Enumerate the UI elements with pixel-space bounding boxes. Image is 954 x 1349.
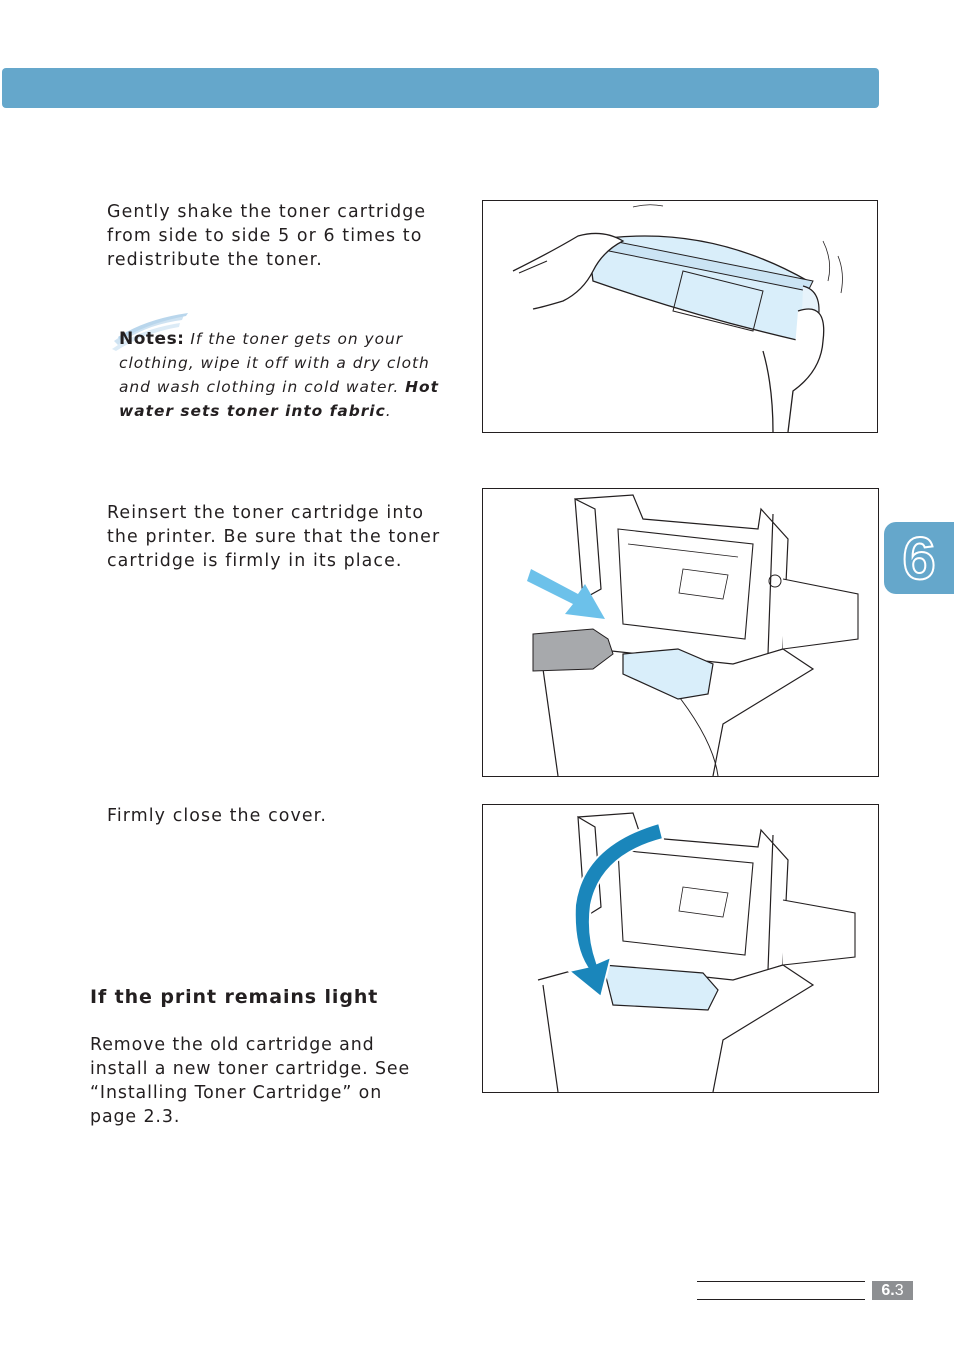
step-1-text: Gently shake the toner cartridge from si…: [107, 202, 427, 270]
note-text: If the toner gets on your clothing, wipe…: [119, 330, 430, 396]
note-block: Notes: If the toner gets on your clothin…: [119, 327, 454, 423]
note-swoosh-icon: [112, 313, 188, 351]
close-cover-illustration: [537, 812, 856, 1092]
step-2-text: Reinsert the toner cartridge into the pr…: [107, 503, 441, 571]
note-emphasis: Hot water sets toner into fabric: [119, 378, 439, 420]
footer-line-bottom: [697, 1299, 865, 1300]
step-3-text: Firmly close the cover.: [107, 806, 327, 826]
header-bar: [2, 68, 879, 108]
section-body: Remove the old cartridge and install a n…: [90, 1035, 411, 1127]
section-heading: If the print remains light: [90, 986, 379, 1008]
page-number: 6.3: [872, 1281, 913, 1300]
page-number-minor: 3: [894, 1282, 904, 1299]
page-number-major: 6.: [881, 1282, 895, 1299]
shake-cartridge-illustration: [512, 204, 843, 432]
note-end: .: [385, 402, 392, 420]
reinsert-cartridge-illustration: [527, 494, 859, 776]
figure-shake-cartridge: [482, 200, 878, 433]
figure-close-cover: [482, 804, 879, 1093]
figure-reinsert-cartridge: [482, 488, 879, 777]
note-label: Notes:: [119, 329, 185, 349]
chapter-number: 6: [901, 524, 936, 593]
footer-line-top: [697, 1281, 865, 1282]
chapter-tab: [884, 522, 954, 594]
